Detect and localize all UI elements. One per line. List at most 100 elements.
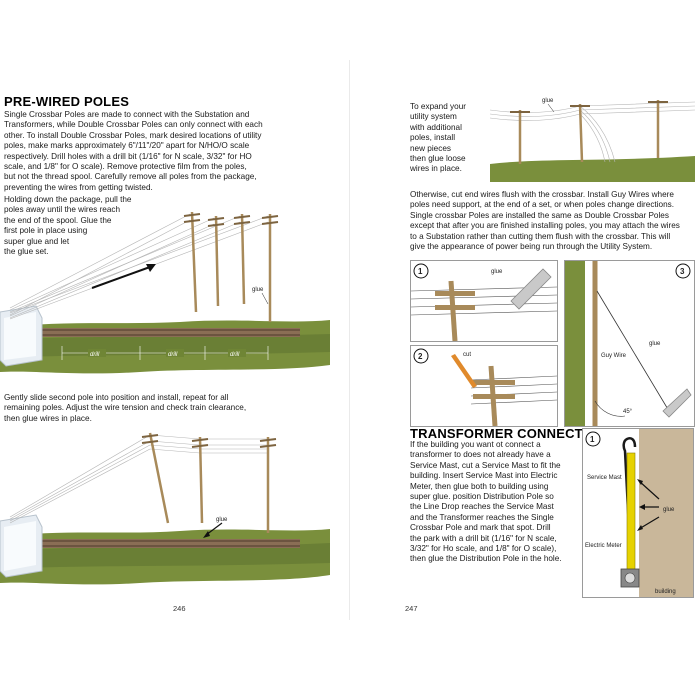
text-line: to a Substation rather than cutting them…	[410, 231, 671, 241]
text-line: Meter, then glue both to building using	[410, 481, 549, 491]
poles	[518, 100, 660, 164]
crossbars	[510, 101, 668, 113]
text-line: To expand your	[410, 102, 466, 111]
package-window	[4, 312, 36, 360]
glue-pointer	[547, 103, 555, 113]
step-number: 1	[590, 435, 595, 444]
text-line: new pieces	[410, 143, 451, 153]
text-line: wires in place.	[410, 164, 462, 174]
text-line: utility system	[410, 112, 457, 122]
text-line: building. Insert Service Mast into Elect…	[410, 471, 558, 481]
glue-label: glue	[216, 517, 228, 523]
transformer-illustration: 1 Service Mast glue Electric Meter build…	[585, 429, 693, 597]
step-2-illustration: 2 cut	[413, 348, 557, 426]
crossbar	[473, 394, 515, 399]
text-line: but not the thread spool. Carefully remo…	[4, 172, 257, 182]
text-line: Gently slide second pole into position a…	[4, 393, 229, 402]
text-line: poles away until the wires reach	[4, 205, 121, 215]
crossbar	[435, 291, 475, 296]
text-line: other. To install Double Crossbar Poles,…	[4, 130, 262, 140]
text-line: remaining poles. Adjust the wire tension…	[4, 403, 247, 413]
text-line: transformer to does not already have a	[410, 450, 551, 460]
glue-tube	[510, 268, 552, 310]
building-label: building	[655, 589, 676, 595]
track-ballast	[40, 539, 300, 548]
step-3-figure: 3 glue Guy Wire 45°	[564, 260, 695, 427]
text-line: 3/32" for Ho scale, and 1/8" for O scale…	[410, 544, 557, 554]
text-line: then glue loose	[410, 154, 466, 164]
text-line: Otherwise, cut end wires flush with the …	[410, 190, 674, 199]
poles	[148, 432, 270, 533]
crossbars	[183, 213, 279, 227]
step-number: 3	[680, 267, 685, 276]
text-line: the glue set.	[4, 247, 49, 257]
text-line: Single Crossbar Poles are made to connec…	[4, 110, 250, 119]
track-ballast	[40, 328, 300, 337]
text-line: Transformers, while Double Crossbar Pole…	[4, 120, 263, 130]
glue-label: glue	[252, 287, 264, 293]
text-line: poles, install	[410, 133, 456, 143]
building-wall	[639, 429, 693, 597]
drill-label-1: drill	[90, 352, 100, 358]
drill-label-2: drill	[168, 352, 178, 358]
text-line: Service Mast, cut a Service Mast to fit …	[410, 460, 561, 470]
text-line: then glue wires in place.	[4, 413, 92, 423]
text-line: except that after you are finished insta…	[410, 221, 680, 231]
text-line: first pole in place using	[4, 226, 88, 236]
grass-shadow	[0, 334, 330, 358]
text-line: give the appearance of power being run t…	[410, 242, 653, 252]
step-2-figure: 2 cut	[410, 345, 558, 427]
right-heading: TRANSFORMER CONNECT SET	[410, 426, 613, 441]
drill-label-bg	[88, 349, 106, 357]
text-line: poles, make marks approximately 6"/11"/2…	[4, 141, 250, 151]
page-number-right: 247	[405, 604, 418, 613]
grass-shadow	[0, 543, 330, 569]
step-badge	[413, 263, 429, 279]
glue-arrow-head	[203, 531, 210, 538]
service-mast	[626, 452, 636, 572]
text-line: preventing the wires from getting twiste…	[4, 182, 153, 192]
meter-dial	[624, 572, 636, 584]
text-line: super glue and let	[4, 236, 70, 246]
step-1-figure: 1 glue	[410, 260, 558, 342]
crossbar	[473, 380, 515, 385]
text-line: If the building you want ot connect a	[410, 440, 541, 449]
step-1-illustration: 1 glue	[411, 263, 557, 341]
drill-label-bg	[166, 349, 184, 357]
page-number-left: 246	[173, 604, 186, 613]
angle-label: 45°	[623, 409, 633, 415]
text-line: scale, and 1/8" for O scale). Remove pro…	[4, 162, 247, 172]
left-paragraph-1: Single Crossbar Poles are made to connec…	[4, 110, 349, 193]
left-page: PRE-WIRED POLES Single Crossbar Poles ar…	[0, 94, 349, 613]
drill-label-3: drill	[230, 352, 240, 358]
left-heading: PRE-WIRED POLES	[4, 94, 130, 109]
crossbars	[141, 434, 277, 448]
glue-tube	[662, 388, 692, 418]
service-mast-cable	[622, 437, 637, 570]
direction-arrow-head	[146, 264, 156, 272]
glue-label: glue	[649, 341, 661, 347]
wires	[9, 434, 268, 524]
pre-wired-poles-illustration-1: glue drill drill drill	[0, 211, 330, 374]
arrow-head	[639, 504, 645, 510]
arrow-head	[637, 479, 643, 485]
right-page: To expand your utility system with addit…	[350, 0, 700, 700]
text-line: Single crossbar Poles are installed the …	[410, 210, 669, 220]
text-line: the park with a drill bit (1/16" for N s…	[410, 533, 557, 543]
crossbar	[435, 305, 475, 310]
electric-meter-label: Electric Meter	[585, 543, 622, 549]
text-line: super glue. position Distribution Pole s…	[410, 492, 554, 502]
text-line: respectively. Drill holes with a drill b…	[4, 151, 252, 161]
guy-wire-label: Guy Wire	[601, 353, 627, 359]
step-badge	[413, 348, 429, 364]
transformer-connect-figure: 1 Service Mast glue Electric Meter build…	[582, 428, 694, 598]
text-line: and the Transformer reaches the Single	[410, 512, 554, 522]
expand-poles-illustration: glue	[490, 98, 695, 182]
step-badge	[675, 263, 691, 279]
right-paragraph-3: If the building you want ot connect a tr…	[410, 440, 590, 565]
text-line: the end of the spool. Glue the	[4, 215, 112, 225]
glue-label: glue	[542, 98, 554, 104]
text-line: with additional	[410, 122, 462, 132]
text-line: poles need support, at the end of a set,…	[410, 200, 674, 210]
step-number: 2	[418, 352, 423, 361]
